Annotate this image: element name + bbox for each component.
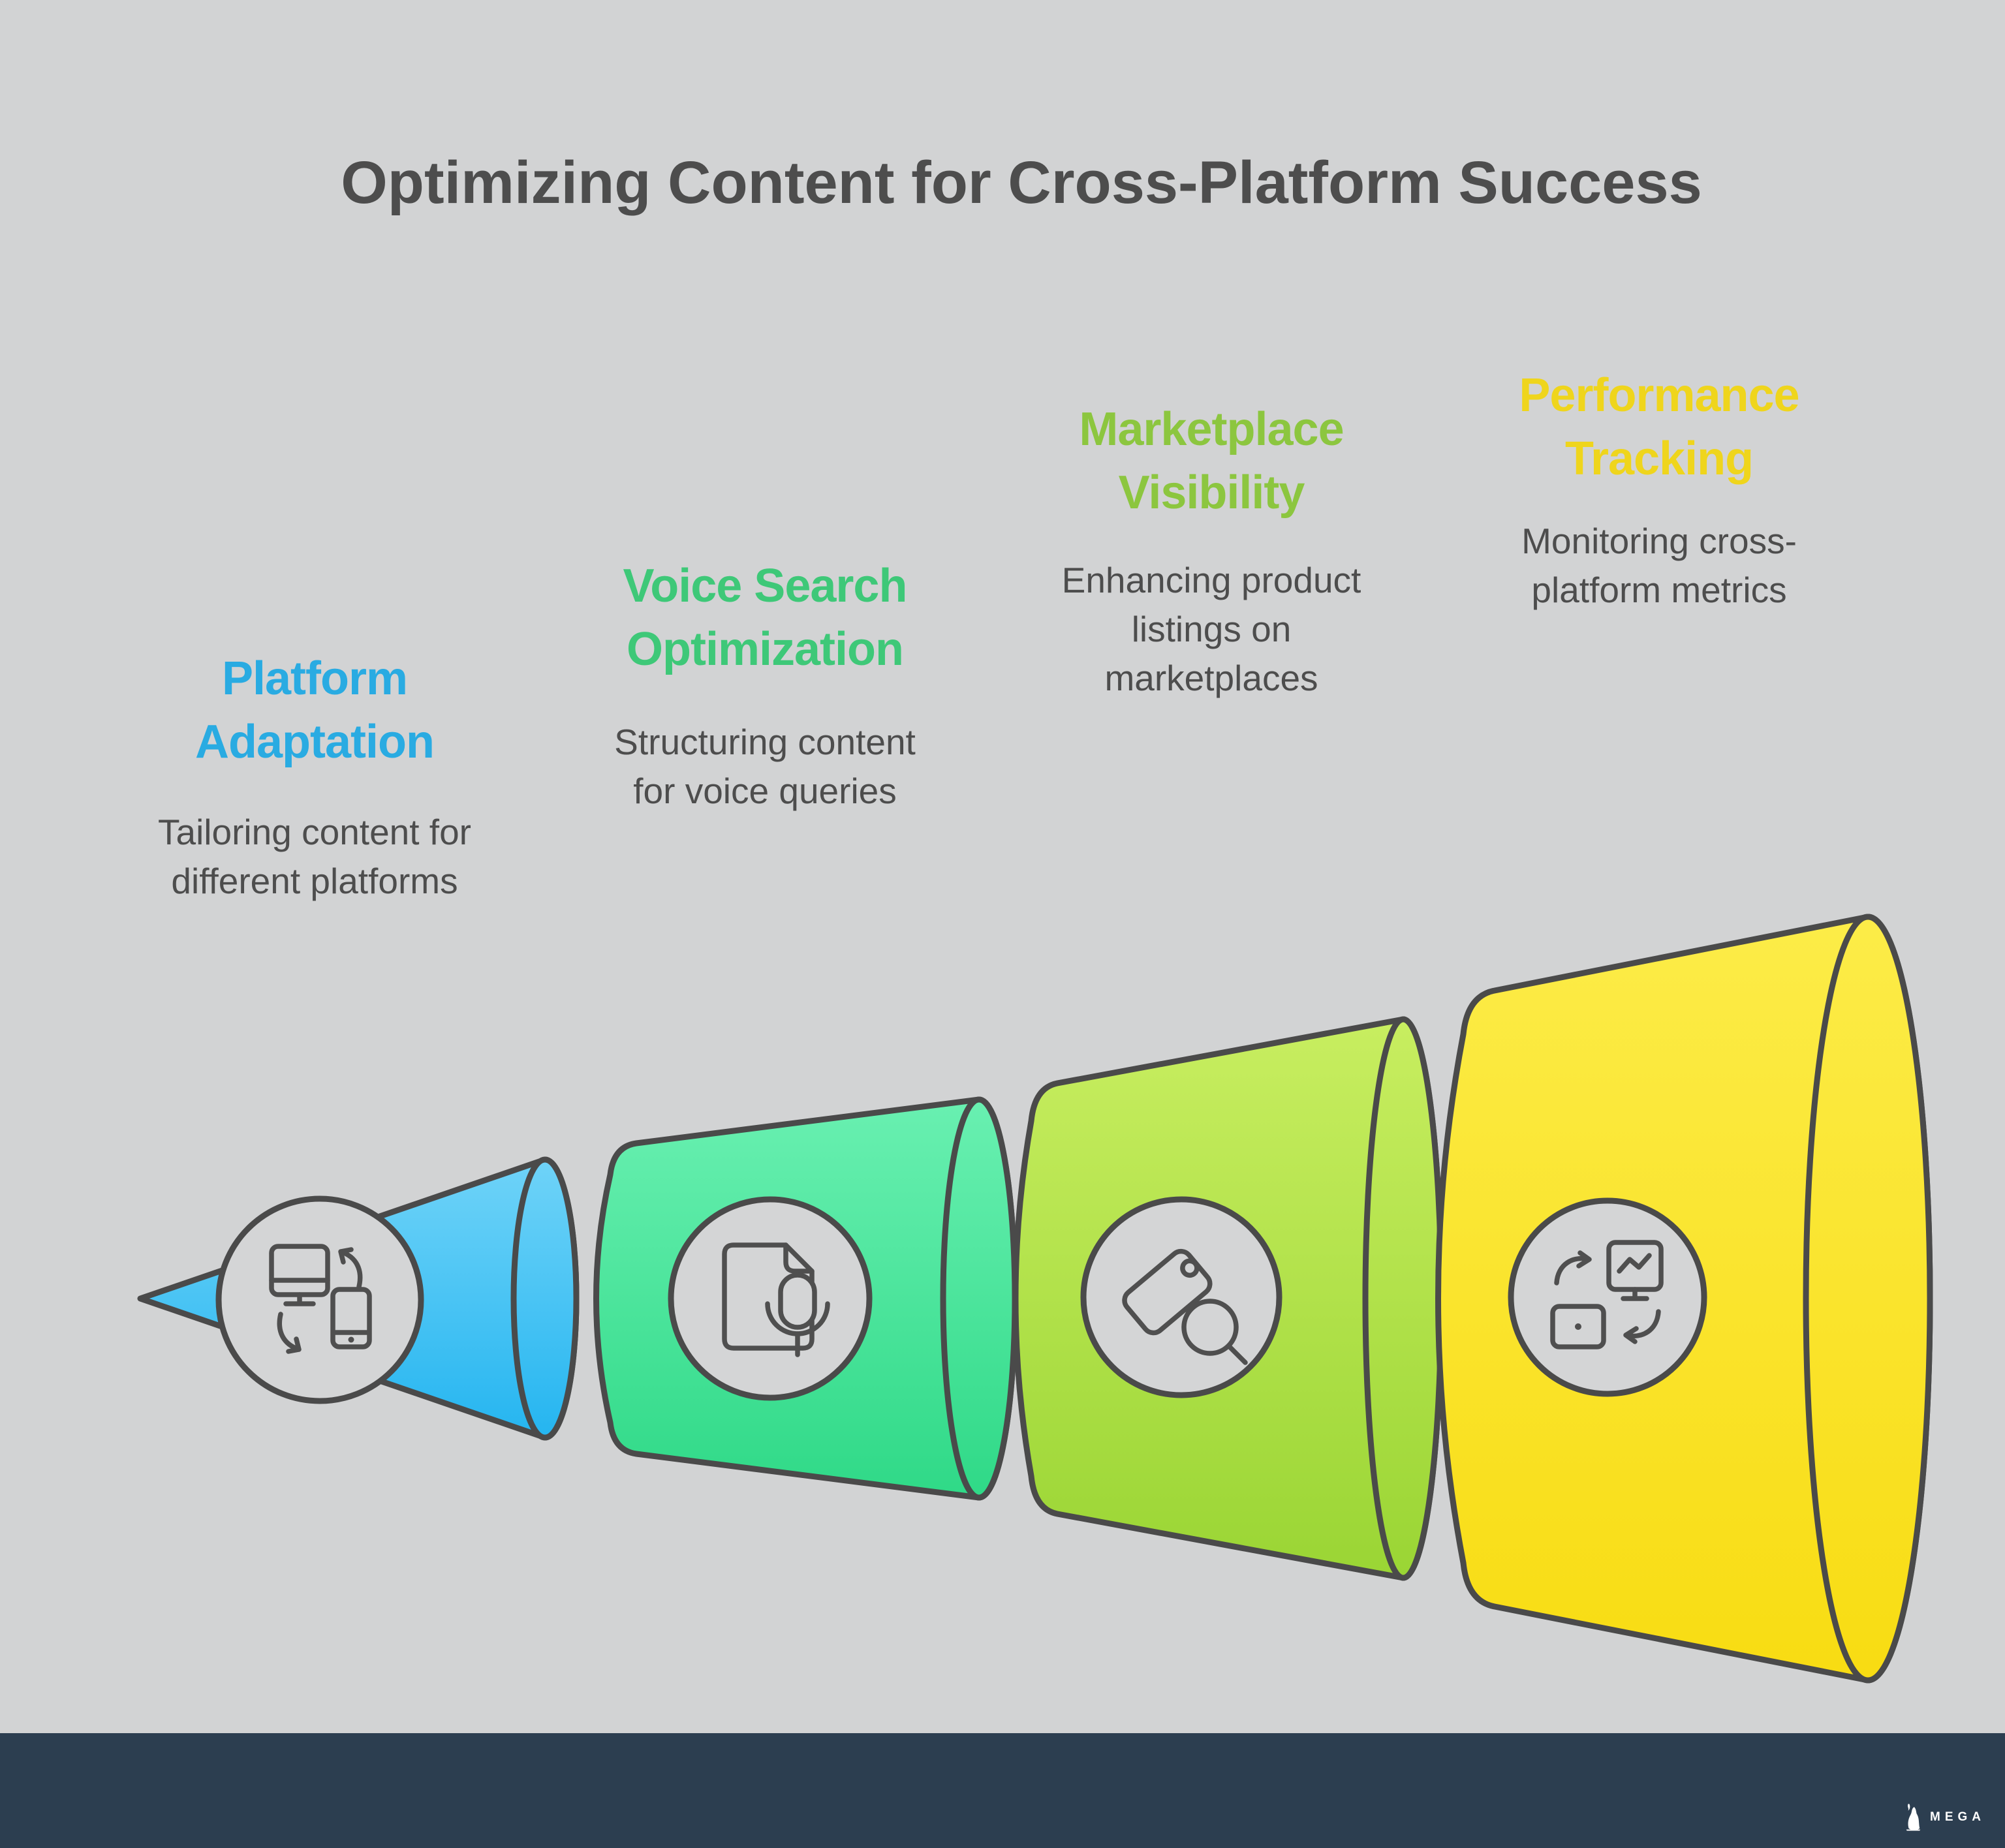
sync-arrow-top <box>338 1247 363 1289</box>
tablet-dot <box>1575 1323 1581 1330</box>
chart-monitor-stand <box>1621 1287 1649 1301</box>
devices-sync-icon <box>269 1244 372 1354</box>
section-desc-performance-tracking: Monitoring cross- platform metrics <box>1521 521 1797 610</box>
price-tag <box>1122 1248 1213 1336</box>
brand-name: MEGA <box>1930 1810 1985 1824</box>
phone-shape <box>330 1287 372 1349</box>
price-tag-hole <box>1180 1258 1200 1278</box>
magnifier-handle <box>1226 1344 1248 1365</box>
page-title: Optimizing Content for Cross-Platform Su… <box>341 149 1702 216</box>
tag-search-icon-circle <box>1080 1196 1282 1398</box>
devices-sync-icon-circle <box>215 1195 424 1404</box>
section-desc-marketplace-visibility: Enhancing product listings on marketplac… <box>1061 560 1361 698</box>
document-voice-icon-circle <box>668 1196 873 1401</box>
exchange-arrow-top <box>1554 1250 1592 1286</box>
chart-line <box>1617 1253 1652 1274</box>
magnifier-lens <box>1181 1299 1239 1356</box>
funnel-rim-marketplace <box>1362 1016 1444 1581</box>
section-desc-voice-search-optimization: Structuring content for voice queries <box>614 722 916 811</box>
section-heading-performance-tracking: Performance Tracking <box>1519 369 1799 485</box>
monitor-stand <box>283 1292 316 1306</box>
document-voice-icon <box>722 1242 830 1357</box>
tag-search-icon <box>1122 1248 1248 1365</box>
document-shape <box>722 1242 815 1351</box>
brand-logo: MEGA <box>1904 1802 1985 1832</box>
metrics-sync-icon-circle <box>1508 1197 1707 1397</box>
document-fold <box>783 1242 815 1274</box>
section-heading-voice-search-optimization: Voice Search Optimization <box>623 560 908 675</box>
sync-arrow-bottom <box>277 1312 302 1354</box>
tablet-shape <box>1550 1304 1606 1349</box>
metrics-sync-icon <box>1550 1240 1664 1349</box>
wizard-icon <box>1906 1804 1921 1831</box>
section-heading-platform-adaptation: Platform Adaptation <box>195 653 435 768</box>
funnel-rim-platform-adaptation <box>510 1156 580 1441</box>
footer-bar: MEGA <box>0 1733 2005 1848</box>
section-heading-marketplace-visibility: Marketplace Visibility <box>1079 403 1344 519</box>
funnel-rim-voice-search <box>940 1096 1018 1501</box>
microphone-capsule <box>778 1272 817 1330</box>
exchange-arrow-bottom <box>1623 1309 1661 1344</box>
section-desc-platform-adaptation: Tailoring content for different platform… <box>158 812 471 901</box>
funnel-rim-performance <box>1803 914 1933 1684</box>
phone-dot <box>348 1336 354 1343</box>
